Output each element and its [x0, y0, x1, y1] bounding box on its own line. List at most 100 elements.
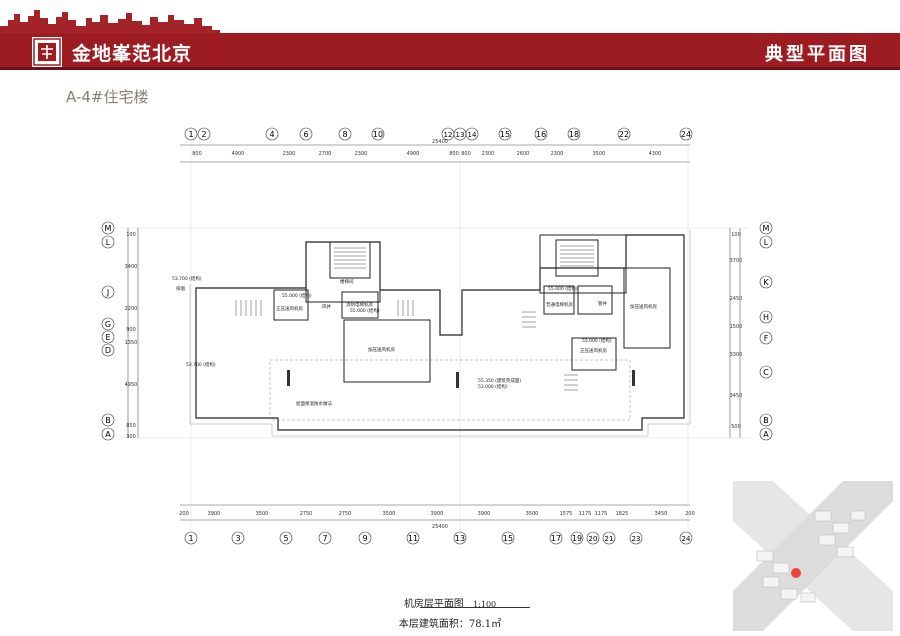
axis-bubble: 6 — [299, 127, 313, 141]
svg-text:C: C — [763, 368, 769, 377]
axis-bubble: 10 — [371, 127, 385, 141]
svg-text:14: 14 — [468, 131, 477, 139]
dim-text: 3500 — [256, 511, 269, 517]
svg-text:18: 18 — [569, 130, 579, 139]
dim-text: 2200 — [125, 306, 138, 312]
axis-bubble: 21 — [602, 531, 616, 545]
skyline-decoration — [0, 10, 220, 34]
dim-text: 3500 — [383, 511, 396, 517]
dim-text: 2300 — [283, 151, 296, 157]
dim-text: 2750 — [339, 511, 352, 517]
level-annotation: 55.000 (结构) — [582, 337, 612, 344]
axis-bubble: 23 — [629, 531, 643, 545]
svg-text:G: G — [105, 320, 111, 329]
svg-text:15: 15 — [503, 534, 513, 543]
caption-divider — [420, 607, 530, 608]
axis-bubble: 1 — [184, 531, 198, 545]
dim-text: 2300 — [482, 151, 495, 157]
axis-bubble: A — [759, 427, 773, 441]
dim-text: 900 — [126, 327, 136, 333]
svg-text:L: L — [106, 238, 111, 247]
svg-text:A: A — [105, 430, 111, 439]
building-label: A-4#住宅楼 — [66, 88, 149, 106]
svg-text:H: H — [763, 313, 769, 322]
axis-bubble: L — [101, 235, 115, 249]
axis-bubble: 15 — [501, 531, 515, 545]
room-label: 管井 — [598, 300, 607, 307]
level-annotation: 55.000 (结构) — [282, 292, 312, 299]
svg-text:12: 12 — [444, 131, 453, 139]
svg-text:B: B — [105, 416, 111, 425]
svg-text:K: K — [763, 278, 769, 287]
dim-text: 1500 — [730, 324, 743, 330]
svg-text:1: 1 — [188, 534, 193, 543]
axis-bubble: 1 — [184, 127, 198, 141]
axis-bubble: M — [101, 221, 115, 235]
dim-text: 1825 — [616, 511, 629, 517]
level-annotation: 53.700 (结构) — [186, 361, 216, 368]
dim-text: 800 — [461, 151, 471, 157]
dim-text: 2750 — [300, 511, 313, 517]
axis-bubble: F — [759, 331, 773, 345]
axis-bubble: 9 — [358, 531, 372, 545]
axis-bubble: 17 — [549, 531, 563, 545]
room-label: 正压送风机房 — [580, 347, 607, 354]
svg-text:4: 4 — [269, 130, 274, 139]
svg-text:F: F — [764, 334, 769, 343]
dim-text: 1175 — [579, 511, 592, 517]
dim-text: 200 — [179, 511, 189, 517]
dim-text: 850 — [126, 423, 136, 429]
svg-text:23: 23 — [632, 535, 641, 543]
axis-bubble: 22 — [617, 127, 631, 141]
axis-bubble: E — [101, 330, 115, 344]
dim-text: 800 — [449, 151, 459, 157]
svg-text:8: 8 — [342, 130, 347, 139]
header-banner: 金地峯范北京 典型平面图 — [0, 33, 900, 70]
axis-bubble: 4 — [265, 127, 279, 141]
room-label: 屋面保温防水做法 — [296, 400, 332, 407]
svg-text:M: M — [105, 224, 112, 233]
dim-total: 25400 — [432, 524, 448, 530]
svg-text:21: 21 — [605, 535, 614, 543]
axis-bubble: B — [759, 413, 773, 427]
svg-text:24: 24 — [681, 130, 691, 139]
room-label: 消防电梯机房 — [346, 301, 373, 308]
dim-text: 3900 — [478, 511, 491, 517]
brand-logo — [32, 37, 62, 67]
dim-text: 3700 — [730, 258, 743, 264]
dim-text: 2600 — [517, 151, 530, 157]
svg-text:7: 7 — [322, 534, 327, 543]
axis-bubble: C — [759, 365, 773, 379]
dim-text: 3450 — [730, 393, 743, 399]
axis-bubble: 19 — [570, 531, 584, 545]
dim-text: 3400 — [125, 264, 138, 270]
dim-text: 2700 — [319, 151, 332, 157]
roof-outline — [195, 234, 685, 431]
level-annotation: 55.000 (结构) — [548, 285, 578, 292]
axis-bubble: G — [101, 317, 115, 331]
svg-text:5: 5 — [283, 534, 288, 543]
svg-text:20: 20 — [589, 535, 598, 543]
dim-text: 2300 — [355, 151, 368, 157]
dim-text: 4900 — [407, 151, 420, 157]
axis-bubble: H — [759, 310, 773, 324]
svg-text:10: 10 — [373, 130, 383, 139]
svg-text:L: L — [764, 238, 769, 247]
svg-text:19: 19 — [572, 534, 582, 543]
axis-bubble: B — [101, 413, 115, 427]
axis-bubble: 16 — [534, 127, 548, 141]
svg-text:6: 6 — [303, 130, 308, 139]
left-axis-markers: M L J G E D B A — [101, 221, 115, 441]
svg-text:9: 9 — [362, 534, 367, 543]
top-axis-markers: 1 2 4 6 8 10 12 13 14 15 16 18 22 24 — [184, 127, 693, 141]
page-title: 典型平面图 — [765, 44, 870, 65]
dim-text: 3500 — [526, 511, 539, 517]
axis-bubble: 24 — [679, 127, 693, 141]
axis-bubble: 5 — [279, 531, 293, 545]
dim-text: 1575 — [560, 511, 573, 517]
level-annotation: 53.700 (结构) — [172, 275, 202, 282]
svg-text:J: J — [106, 288, 109, 297]
axis-bubble: 14 — [465, 127, 479, 141]
axis-bubble: A — [101, 427, 115, 441]
axis-bubble: 7 — [318, 531, 332, 545]
